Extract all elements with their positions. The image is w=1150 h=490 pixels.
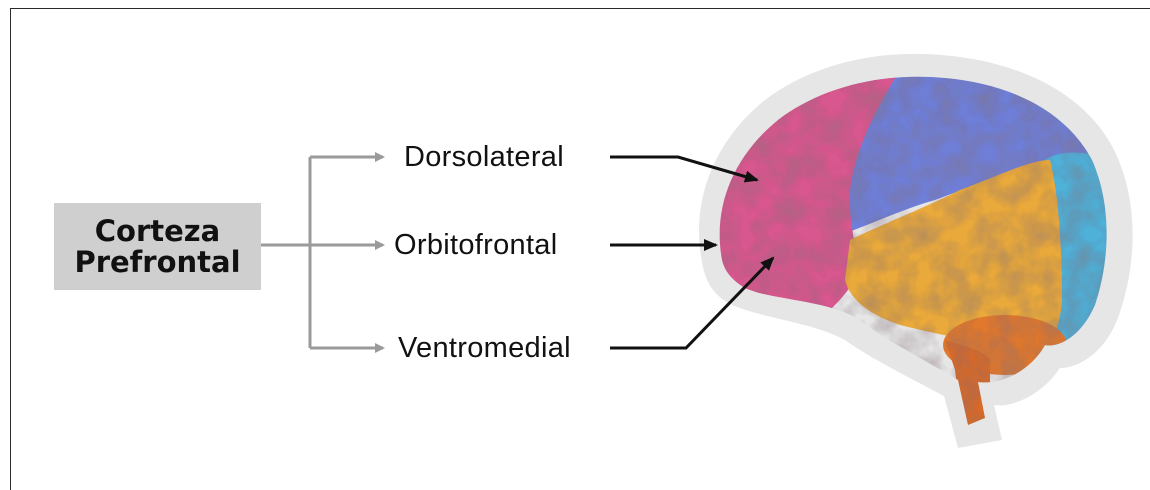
label-ventromedial: Ventromedial	[398, 332, 571, 365]
label-dorsolateral: Dorsolateral	[404, 141, 564, 174]
branch-connector	[261, 157, 383, 348]
root-title-line2: Prefrontal	[74, 247, 240, 278]
brain-illustration	[699, 54, 1133, 448]
root-title-line1: Corteza	[95, 216, 221, 247]
root-node-box: Corteza Prefrontal	[54, 203, 261, 290]
label-orbitofrontal: Orbitofrontal	[394, 229, 557, 262]
